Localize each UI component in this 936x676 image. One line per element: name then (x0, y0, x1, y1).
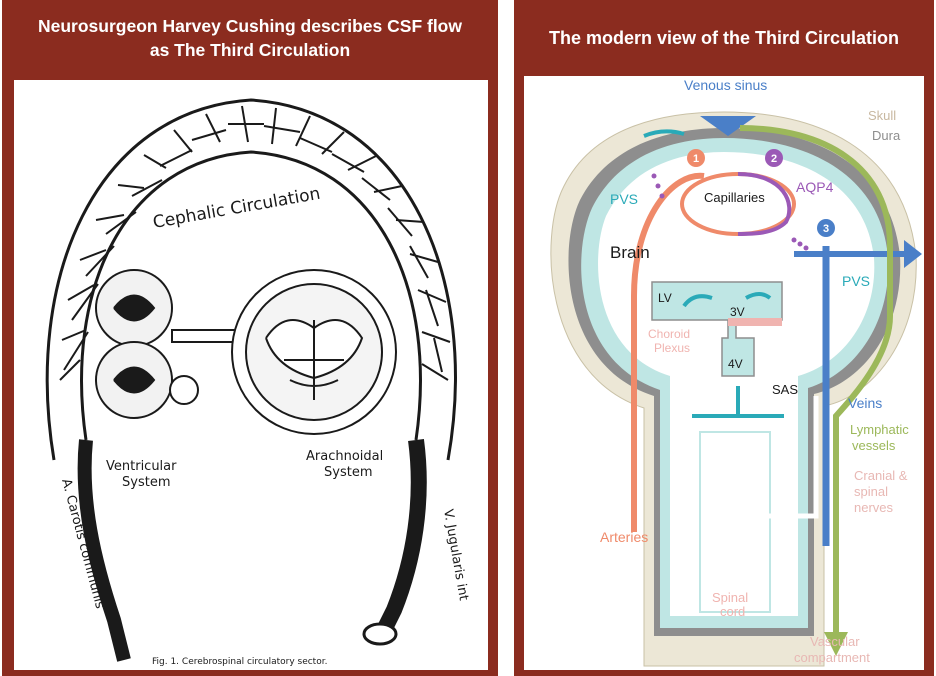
left-title-line-2: as The Third Circulation (2, 38, 498, 62)
pvs-left-label: PVS (610, 191, 638, 207)
capillaries-label: Capillaries (704, 190, 765, 205)
step-marker-2: 2 (765, 149, 783, 167)
jugularis-label: V. Jugularis int (440, 508, 471, 602)
step-1-text: 1 (693, 153, 699, 165)
ventricular-label-2: System (122, 475, 170, 490)
jugularis-vessel (384, 440, 419, 630)
ventricular-label-1: Ventricular (106, 459, 177, 474)
v4-label: 4V (728, 357, 743, 371)
arachnoidal-system-drawing (232, 270, 396, 434)
arachnoidal-label-1: Arachnoidal (306, 449, 383, 464)
step-3-text: 3 (823, 223, 829, 235)
jugularis-opening (364, 624, 396, 644)
veins-label: Veins (848, 395, 882, 411)
left-title-line-1: Neurosurgeon Harvey Cushing describes CS… (2, 14, 498, 38)
choroid-label-1: Choroid (648, 327, 690, 341)
cranial-label-1: Cranial & (854, 468, 908, 483)
spinal-cord-region (700, 432, 770, 612)
arteries-label: Arteries (600, 529, 648, 545)
lymphatic-label-1: Lymphatic (850, 422, 909, 437)
cushing-drawing: Cephalic Circulation Ventri (14, 80, 488, 670)
vascular-label-2: compartment (794, 650, 870, 665)
choroid-label-2: Plexus (654, 341, 690, 355)
spinal-cord-label-2: cord (720, 604, 745, 619)
venous-sinus-label: Venous sinus (684, 77, 767, 93)
step-2-text: 2 (771, 153, 777, 165)
dura-label: Dura (872, 128, 901, 143)
left-panel: Neurosurgeon Harvey Cushing describes CS… (2, 0, 498, 676)
cushing-illustration: Cephalic Circulation Ventri (14, 80, 488, 670)
v3-label: 3V (730, 305, 745, 319)
third-circulation-drawing: 1 2 3 Venous sinus Skull Dura PVS Capill… (524, 76, 924, 670)
step-marker-3: 3 (817, 219, 835, 237)
brain-label: Brain (610, 243, 650, 262)
cephalic-circulation-label: Cephalic Circulation (151, 184, 321, 233)
modern-diagram: 1 2 3 Venous sinus Skull Dura PVS Capill… (524, 76, 924, 670)
right-panel-title: The modern view of the Third Circulation (514, 26, 934, 50)
arachnoidal-label-2: System (324, 465, 372, 480)
sas-label: SAS (772, 382, 798, 397)
figure-caption: Fig. 1. Cerebrospinal circulatory sector… (152, 657, 327, 667)
spinal-cord-label-1: Spinal (712, 590, 748, 605)
left-panel-title: Neurosurgeon Harvey Cushing describes CS… (2, 14, 498, 62)
aqp4-label: AQP4 (796, 179, 834, 195)
right-panel: The modern view of the Third Circulation (514, 0, 934, 676)
choroid-plexus (728, 318, 782, 326)
skull-label: Skull (868, 108, 896, 123)
pvs-right-label: PVS (842, 273, 870, 289)
cranial-label-2: spinal (854, 484, 888, 499)
lv-label: LV (658, 291, 672, 305)
cranial-label-3: nerves (854, 500, 894, 515)
vascular-label-1: Vascular (810, 634, 860, 649)
lymphatic-label-2: vessels (852, 438, 896, 453)
step-marker-1: 1 (687, 149, 705, 167)
